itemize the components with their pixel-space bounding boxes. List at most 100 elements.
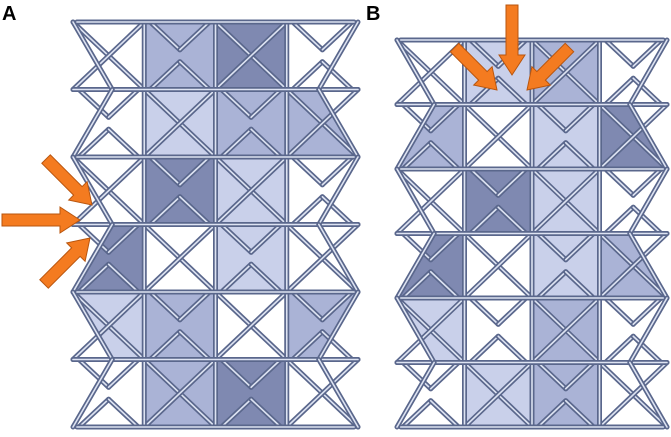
strut-highlight — [469, 297, 500, 326]
cell-face — [215, 359, 288, 428]
cell-face — [531, 362, 600, 428]
strut-highlight — [463, 232, 533, 299]
strut-highlight — [220, 128, 252, 158]
strut-highlight — [537, 399, 567, 428]
strut-highlight — [469, 39, 500, 68]
strut-highlight — [107, 223, 140, 254]
strut-highlight — [179, 21, 211, 51]
strut-highlight — [537, 270, 567, 299]
strut-highlight — [469, 168, 500, 197]
strut-highlight — [564, 270, 595, 299]
strut-highlight — [531, 39, 601, 106]
panel-b-load-arrows — [449, 4, 575, 91]
strut-highlight — [321, 60, 353, 91]
strut-highlight — [179, 156, 211, 186]
strut-highlight — [107, 88, 140, 119]
strut-highlight — [78, 263, 110, 293]
strut-highlight — [321, 195, 353, 226]
strut-highlight — [629, 297, 668, 364]
strut-highlight — [604, 77, 635, 106]
strut-highlight — [149, 60, 181, 91]
strut-highlight — [149, 195, 181, 226]
strut-highlight — [604, 297, 635, 326]
strut-highlight — [429, 270, 460, 299]
strut-highlight — [72, 358, 113, 428]
strut-highlight — [78, 398, 110, 428]
strut-highlight — [629, 232, 668, 299]
panel-b-lattice — [394, 37, 670, 430]
strut-highlight — [629, 168, 668, 235]
strut-highlight — [564, 141, 595, 170]
strut-highlight — [149, 156, 181, 186]
strut-highlight — [396, 297, 435, 364]
strut-highlight — [396, 168, 466, 235]
strut-highlight — [564, 103, 595, 132]
strut-highlight — [396, 103, 435, 170]
strut-highlight — [291, 21, 324, 51]
strut-highlight — [497, 206, 527, 235]
strut-highlight — [564, 399, 595, 428]
strut-highlight — [72, 223, 113, 293]
strut-highlight — [318, 223, 359, 293]
panel-a-load-arrows — [1, 154, 93, 289]
strut-highlight — [321, 330, 353, 361]
strut-highlight — [429, 103, 460, 132]
strut-highlight — [291, 60, 324, 91]
strut-highlight — [469, 206, 500, 235]
strut-highlight — [250, 128, 282, 158]
strut-highlight — [78, 223, 110, 254]
strut-highlight — [318, 21, 359, 91]
strut-highlight — [250, 263, 282, 293]
strut-highlight — [396, 168, 435, 235]
cell-face — [531, 233, 600, 299]
strut-highlight — [107, 358, 140, 389]
strut-highlight — [632, 297, 662, 326]
strut-highlight — [72, 291, 113, 361]
strut-highlight — [250, 88, 282, 119]
strut-highlight — [149, 330, 181, 361]
strut-highlight — [72, 21, 113, 91]
strut-highlight — [78, 128, 110, 158]
strut-highlight — [632, 39, 662, 68]
strut-highlight — [78, 358, 110, 389]
cell-face — [143, 156, 216, 225]
strut-highlight — [143, 223, 217, 293]
strut-highlight — [143, 88, 217, 158]
strut-highlight — [149, 21, 181, 51]
strut-highlight — [396, 39, 435, 106]
strut-highlight — [220, 398, 252, 428]
strut-highlight — [291, 291, 324, 321]
strut-highlight — [629, 361, 668, 428]
panel-b-label: B — [366, 3, 380, 25]
cell-face — [215, 224, 288, 293]
strut-highlight — [402, 270, 432, 299]
strut-highlight — [250, 223, 282, 254]
strut-highlight — [214, 21, 288, 91]
panel-a-lattice — [70, 19, 361, 430]
strut-highlight — [318, 291, 359, 361]
strut-highlight — [318, 358, 359, 428]
strut-highlight — [72, 156, 113, 226]
strut-highlight — [402, 399, 432, 428]
strut-highlight — [531, 297, 601, 364]
strut-highlight — [72, 88, 113, 158]
strut-highlight — [214, 156, 288, 226]
strut-highlight — [250, 398, 282, 428]
strut-highlight — [318, 156, 359, 226]
strut-highlight — [78, 88, 110, 119]
load-arrow-lower — [39, 237, 91, 289]
strut-highlight — [250, 358, 282, 389]
strut-highlight — [72, 21, 146, 91]
strut-highlight — [220, 88, 252, 119]
strut-highlight — [291, 330, 324, 361]
strut-highlight — [396, 232, 435, 299]
strut-highlight — [285, 88, 359, 158]
strut-highlight — [402, 232, 432, 261]
strut-highlight — [497, 297, 527, 326]
strut-highlight — [598, 361, 668, 428]
strut-highlight — [321, 21, 353, 51]
panel-a-label: A — [2, 3, 16, 25]
strut-highlight — [214, 291, 288, 361]
strut-highlight — [107, 263, 140, 293]
cell-face — [215, 89, 288, 158]
